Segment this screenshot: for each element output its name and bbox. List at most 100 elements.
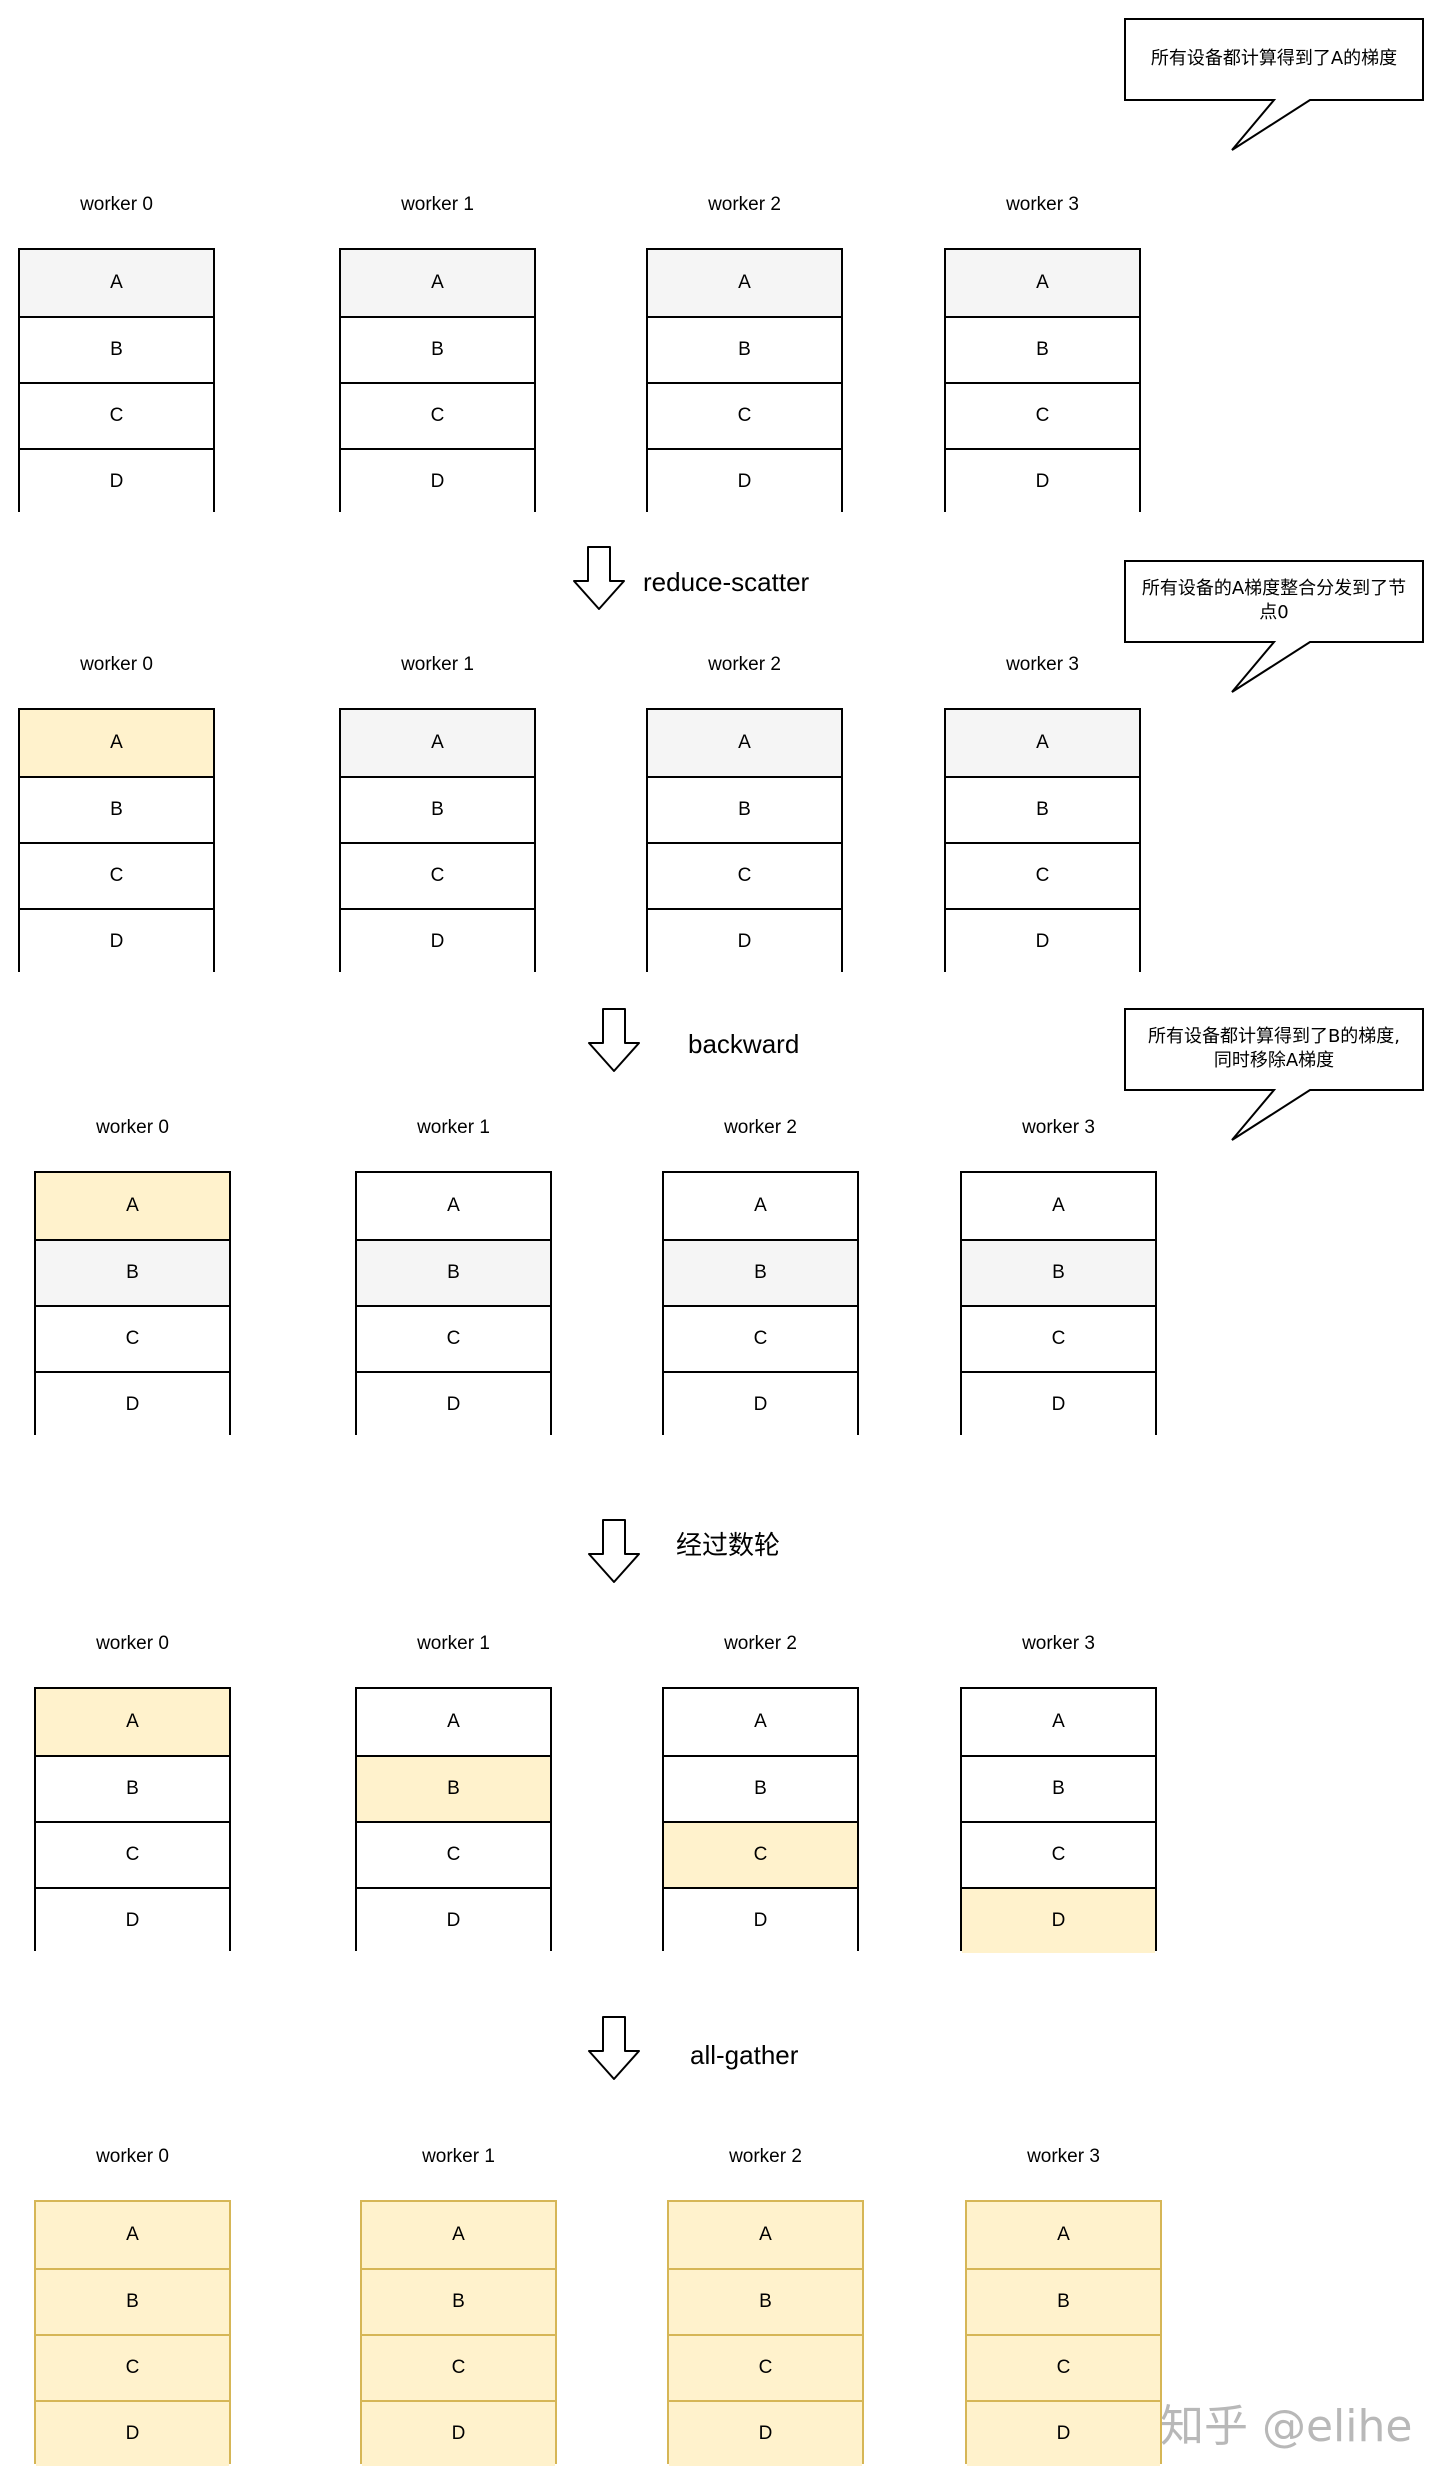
worker-label: worker 0: [96, 1633, 169, 1654]
step-label-rounds: 经过数轮: [676, 1530, 781, 1560]
worker-label: worker 1: [417, 1633, 490, 1654]
grad-cell: A: [648, 250, 841, 316]
grad-cell: A: [20, 250, 213, 316]
grad-cell: B: [946, 776, 1139, 842]
step-label-all-gather: all-gather: [690, 2040, 799, 2070]
grad-cell: D: [664, 1887, 857, 1953]
grad-cell: B: [20, 316, 213, 382]
step-label-reduce-scatter: reduce-scatter: [643, 567, 810, 597]
grad-cell: C: [362, 2334, 555, 2400]
grad-cell: B: [648, 776, 841, 842]
worker-label: worker 0: [80, 654, 153, 675]
grad-cell: B: [357, 1755, 550, 1821]
worker-stack: A B C D: [646, 248, 843, 514]
grad-cell: B: [357, 1239, 550, 1305]
grad-cell: B: [664, 1239, 857, 1305]
speech-callout: [1124, 560, 1424, 693]
callout-text: 所有设备的A梯度整合分发到了节 点0: [1126, 562, 1422, 640]
grad-cell: C: [946, 842, 1139, 908]
worker-label: worker 0: [80, 194, 153, 215]
grad-cell: A: [36, 1173, 229, 1239]
grad-cell: C: [20, 842, 213, 908]
callout-line: 同时移除A梯度: [1213, 1050, 1335, 1071]
grad-cell: B: [962, 1239, 1155, 1305]
grad-cell: C: [664, 1821, 857, 1887]
worker-label: worker 2: [708, 654, 781, 675]
grad-cell: B: [36, 1239, 229, 1305]
worker-label: worker 3: [1022, 1633, 1095, 1654]
grad-cell: B: [946, 316, 1139, 382]
grad-cell: B: [341, 316, 534, 382]
grad-cell: C: [946, 382, 1139, 448]
step-label-backward: backward: [688, 1029, 800, 1059]
grad-cell: D: [962, 1887, 1155, 1953]
grad-cell: C: [967, 2334, 1160, 2400]
worker-label: worker 3: [1022, 1117, 1095, 1138]
worker-label: worker 2: [708, 194, 781, 215]
worker-stack: A B C D: [34, 2200, 231, 2466]
worker-stack: A B C D: [944, 248, 1141, 514]
worker-stack: A B C D: [339, 248, 536, 514]
grad-cell: A: [341, 710, 534, 776]
grad-cell: D: [669, 2400, 862, 2466]
worker-label: worker 0: [96, 2146, 169, 2167]
grad-cell: C: [36, 1821, 229, 1887]
grad-cell: A: [20, 710, 213, 776]
grad-cell: B: [664, 1755, 857, 1821]
worker-stack: A B C D: [662, 1171, 859, 1437]
grad-cell: D: [967, 2400, 1160, 2466]
grad-cell: A: [362, 2202, 555, 2268]
grad-cell: B: [20, 776, 213, 842]
worker-label: worker 1: [401, 654, 474, 675]
grad-cell: D: [946, 448, 1139, 514]
grad-cell: B: [967, 2268, 1160, 2334]
grad-cell: C: [20, 382, 213, 448]
grad-cell: B: [669, 2268, 862, 2334]
grad-cell: A: [946, 250, 1139, 316]
down-arrow-icon: [588, 1008, 640, 1072]
worker-stack: A B C D: [965, 2200, 1162, 2466]
worker-stack: A B C D: [18, 708, 215, 974]
grad-cell: D: [36, 1371, 229, 1437]
worker-stack: A B C D: [34, 1687, 231, 1953]
grad-cell: D: [648, 908, 841, 974]
grad-cell: A: [664, 1173, 857, 1239]
grad-cell: A: [357, 1173, 550, 1239]
grad-cell: C: [648, 842, 841, 908]
speech-callout: [1124, 18, 1424, 151]
grad-cell: C: [341, 842, 534, 908]
worker-stack: A B C D: [18, 248, 215, 514]
worker-stack: A B C D: [667, 2200, 864, 2466]
grad-cell: A: [669, 2202, 862, 2268]
worker-stack: A B C D: [34, 1171, 231, 1437]
grad-cell: C: [357, 1305, 550, 1371]
grad-cell: A: [36, 1689, 229, 1755]
grad-cell: D: [341, 448, 534, 514]
grad-cell: D: [20, 908, 213, 974]
grad-cell: D: [341, 908, 534, 974]
grad-cell: B: [962, 1755, 1155, 1821]
grad-cell: A: [946, 710, 1139, 776]
grad-cell: D: [946, 908, 1139, 974]
grad-cell: A: [967, 2202, 1160, 2268]
worker-label: worker 3: [1006, 654, 1079, 675]
grad-cell: B: [648, 316, 841, 382]
grad-cell: D: [648, 448, 841, 514]
worker-label: worker 1: [417, 1117, 490, 1138]
worker-label: worker 3: [1006, 194, 1079, 215]
grad-cell: C: [341, 382, 534, 448]
grad-cell: D: [962, 1371, 1155, 1437]
worker-stack: A B C D: [339, 708, 536, 974]
worker-stack: A B C D: [646, 708, 843, 974]
worker-label: worker 2: [724, 1633, 797, 1654]
grad-cell: D: [20, 448, 213, 514]
callout-line: 所有设备的A梯度整合分发到了节: [1141, 578, 1407, 599]
callout-line: 点0: [1259, 602, 1289, 623]
grad-cell: A: [648, 710, 841, 776]
worker-label: worker 1: [401, 194, 474, 215]
grad-cell: B: [362, 2268, 555, 2334]
grad-cell: B: [36, 2268, 229, 2334]
speech-callout: [1124, 1008, 1424, 1141]
worker-stack: A B C D: [355, 1171, 552, 1437]
